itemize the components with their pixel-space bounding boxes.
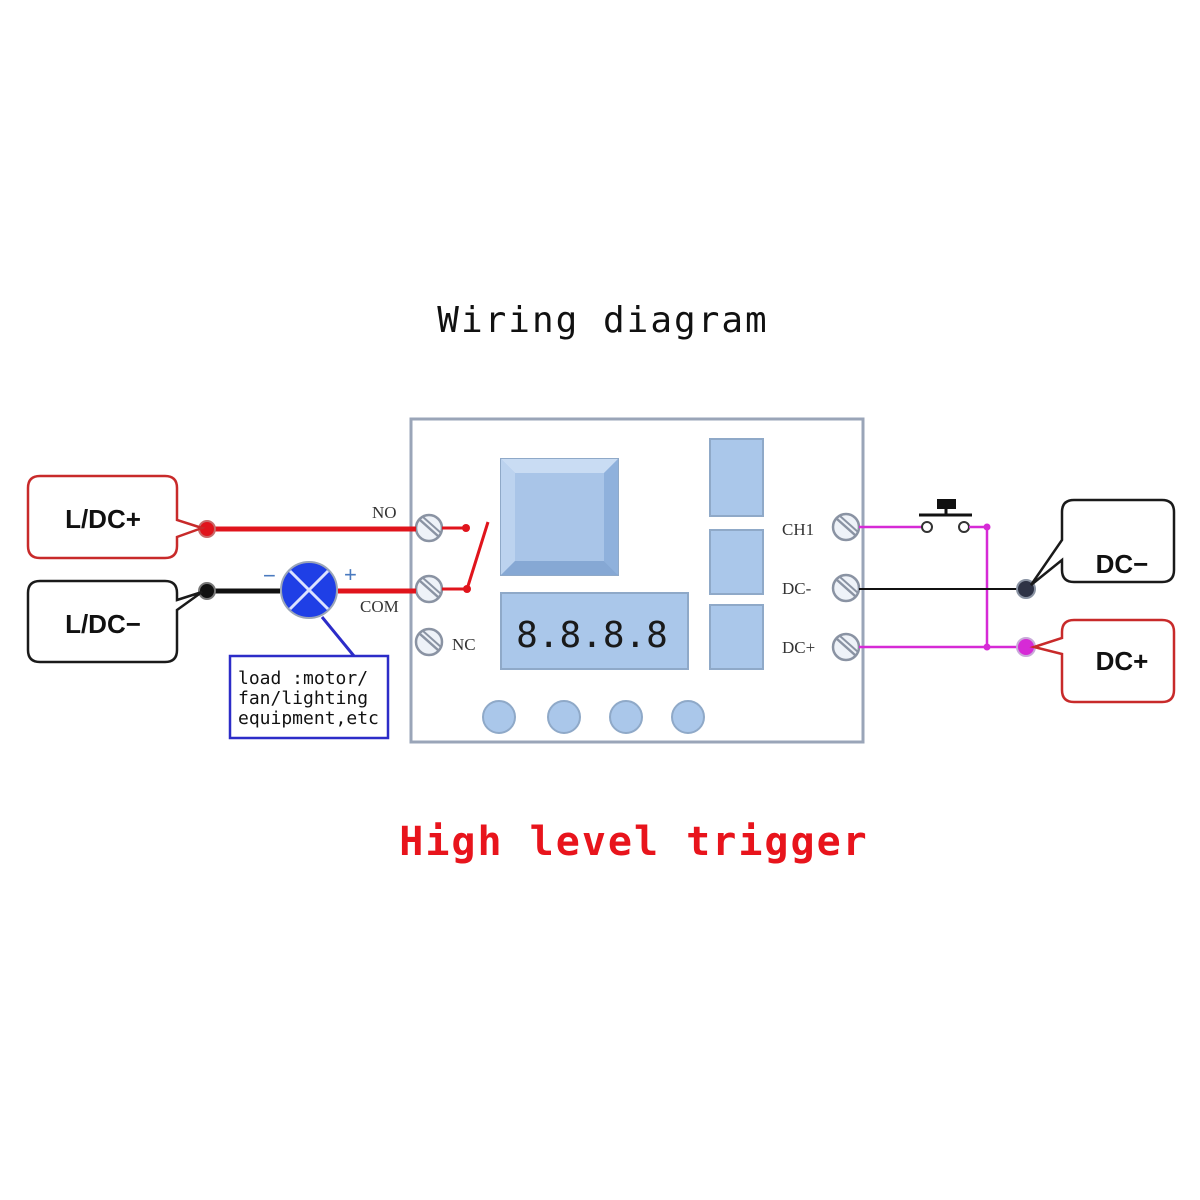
callout-ldc-plus: L/DC+ — [26, 474, 206, 560]
callout-dc-minus-label: DC− — [1096, 549, 1149, 579]
terminal-screw-com — [414, 574, 444, 604]
relay-module-board: 8.8.8.8 — [409, 417, 865, 744]
trigger-wiring — [859, 521, 1026, 651]
terminal-screw-nc — [414, 627, 444, 657]
terminal-screw-no — [414, 513, 444, 543]
callout-dc-plus-label: DC+ — [1096, 646, 1149, 676]
module-button-4[interactable] — [671, 700, 705, 734]
component-block-top — [709, 438, 764, 517]
relay-component — [500, 458, 619, 576]
terminal-label-dc-minus: DC- — [782, 579, 812, 598]
terminal-screw-dc-plus — [831, 632, 861, 662]
callout-dc-plus: DC+ — [1029, 618, 1176, 704]
wire-end-ldc-minus — [198, 582, 216, 600]
relay-contact-symbol — [442, 521, 490, 593]
seven-segment-display: 8.8.8.8 — [500, 592, 689, 670]
callout-ldc-minus: L/DC− — [26, 579, 203, 664]
terminal-label-com: COM — [360, 597, 399, 616]
terminal-screw-ch1 — [831, 512, 861, 542]
load-polarity-plus: + — [344, 562, 357, 587]
terminal-screw-dc-minus — [831, 573, 861, 603]
callout-ldc-minus-label: L/DC− — [65, 609, 141, 639]
load-note-line-3: equipment,etc — [238, 708, 379, 729]
load-note-callout: load :motor/ fan/lighting equipment,etc — [228, 616, 390, 740]
diagram-title: Wiring diagram — [437, 300, 768, 341]
trigger-pushbutton-icon[interactable] — [919, 499, 972, 517]
component-block-bottom — [709, 604, 764, 670]
trigger-mode-caption: High level trigger — [399, 819, 868, 865]
module-button-2[interactable] — [547, 700, 581, 734]
terminal-label-no: NO — [372, 503, 397, 522]
callout-ldc-plus-label: L/DC+ — [65, 504, 141, 534]
load-polarity-minus: − — [263, 563, 276, 588]
load-note-line-2: fan/lighting — [238, 688, 368, 709]
module-button-3[interactable] — [609, 700, 643, 734]
terminal-label-dc-plus: DC+ — [782, 638, 815, 657]
component-block-middle — [709, 529, 764, 595]
display-readout: 8.8.8.8 — [516, 615, 668, 656]
load-lamp-icon — [280, 561, 338, 619]
callout-dc-minus: DC− — [1029, 498, 1176, 586]
module-button-1[interactable] — [482, 700, 516, 734]
terminal-label-nc: NC — [452, 635, 476, 654]
terminal-label-ch1: CH1 — [782, 520, 814, 539]
load-note-line-1: load :motor/ — [238, 668, 368, 689]
